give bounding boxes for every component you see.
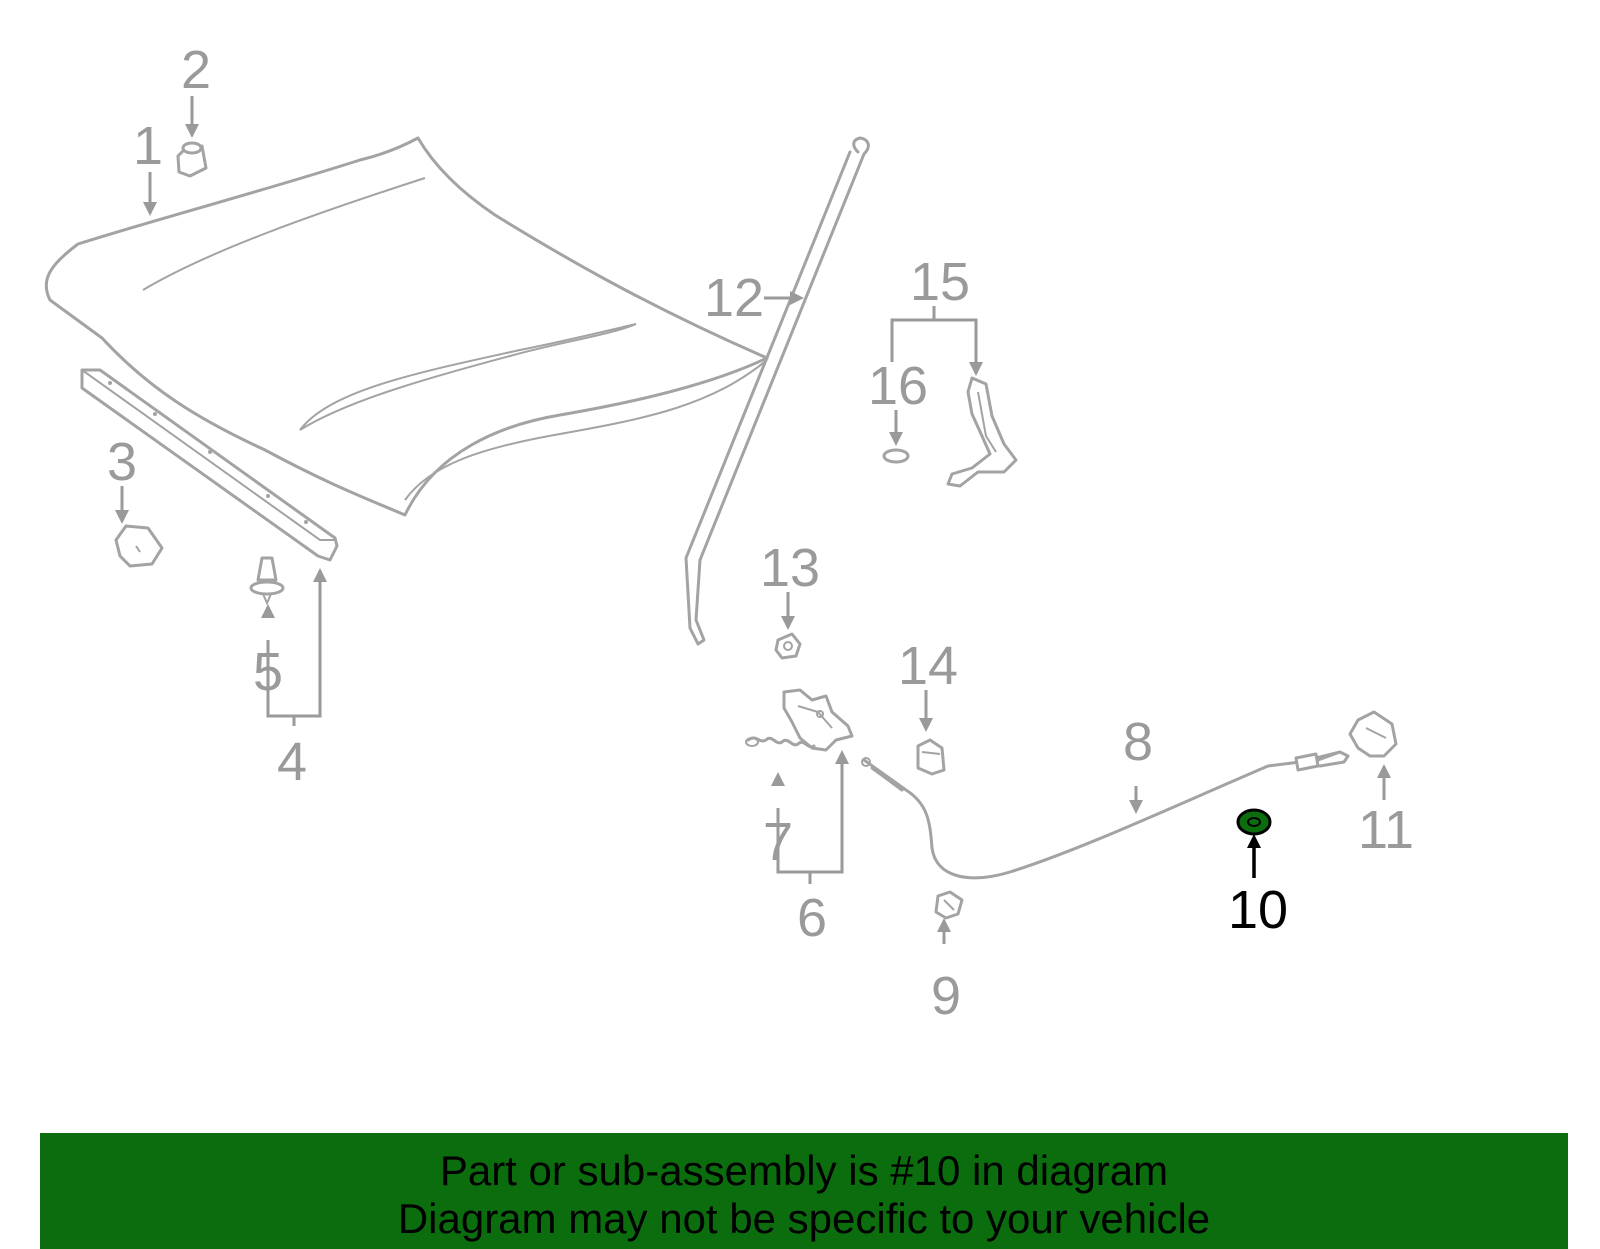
callout-labels: 1 2 3 4 5 6 7 8 9 10 11 12 13 14 15 16	[107, 40, 1414, 1026]
callout-2: 2	[181, 40, 211, 100]
hinge-bolt	[882, 448, 910, 464]
hex-nut	[774, 632, 802, 660]
hood-hinge	[946, 376, 1018, 488]
callout-7: 7	[763, 812, 793, 872]
cable-clip	[916, 738, 946, 776]
highlighted-grommet	[1236, 808, 1272, 836]
callout-14: 14	[898, 636, 958, 696]
callout-5: 5	[253, 642, 283, 702]
hood-seal-strip	[80, 368, 339, 562]
insulator-clip	[114, 524, 164, 568]
callout-1: 1	[133, 116, 163, 176]
info-banner: Part or sub-assembly is #10 in diagram D…	[40, 1133, 1568, 1249]
callout-12: 12	[704, 268, 764, 328]
callout-8: 8	[1123, 712, 1153, 772]
callout-15: 15	[910, 252, 970, 312]
callout-3: 3	[107, 432, 137, 492]
banner-disclaimer-text: Diagram may not be specific to your vehi…	[397, 1195, 1211, 1242]
callout-11: 11	[1358, 800, 1414, 860]
push-clip	[249, 556, 285, 606]
leader-lines	[115, 96, 1391, 944]
callout-13: 13	[760, 538, 820, 598]
callout-10: 10	[1228, 880, 1288, 940]
latch-spring	[745, 736, 816, 749]
callout-9: 9	[931, 966, 961, 1026]
hood-bumper	[176, 141, 208, 178]
callout-16: 16	[868, 356, 928, 416]
release-cable	[861, 750, 1350, 880]
release-handle	[1348, 710, 1398, 758]
hood-latch	[782, 688, 854, 752]
banner-part-text: Part or sub-assembly is #10 in diagram	[439, 1147, 1169, 1194]
callout-6: 6	[797, 888, 827, 948]
callout-4: 4	[277, 732, 307, 792]
hood-panel	[44, 136, 769, 517]
support-rod	[684, 136, 870, 646]
cable-retainer	[934, 890, 964, 920]
